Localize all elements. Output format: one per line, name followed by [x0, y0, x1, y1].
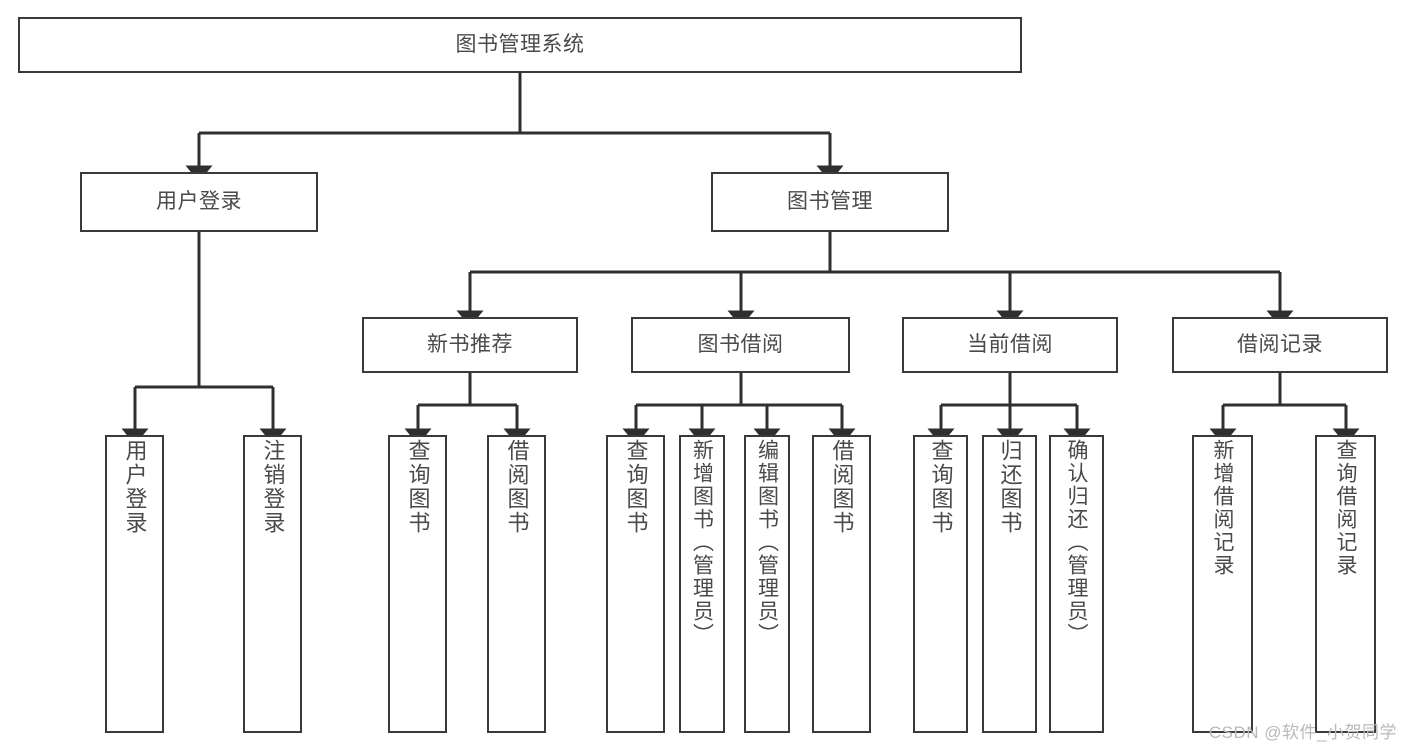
node-leaf-new-1[interactable]: 查询图书	[388, 435, 447, 733]
node-leaf-borrow-2[interactable]: 新增图书（管理员）	[679, 435, 725, 733]
node-label: 查询图书	[623, 439, 649, 535]
node-label: 查询借阅记录	[1334, 439, 1357, 577]
node-label: 借阅图书	[829, 439, 855, 535]
node-login[interactable]: 用户登录	[80, 172, 318, 232]
node-label: 借阅图书	[504, 439, 530, 535]
node-leaf-rec-2[interactable]: 查询借阅记录	[1315, 435, 1376, 733]
node-label: 确认归还（管理员）	[1065, 439, 1088, 646]
node-leaf-new-2[interactable]: 借阅图书	[487, 435, 546, 733]
node-label: 新增图书（管理员）	[690, 439, 714, 646]
node-leaf-borrow-1[interactable]: 查询图书	[606, 435, 665, 733]
csdn-watermark: CSDN @软件_小贺同学	[1208, 723, 1397, 742]
node-label: 用户登录	[156, 189, 242, 213]
node-newbook[interactable]: 新书推荐	[362, 317, 578, 373]
node-root[interactable]: 图书管理系统	[18, 17, 1022, 73]
node-label: 图书管理	[787, 189, 873, 213]
node-leaf-login-2[interactable]: 注销登录	[243, 435, 302, 733]
node-current[interactable]: 当前借阅	[902, 317, 1118, 373]
node-leaf-cur-3[interactable]: 确认归还（管理员）	[1049, 435, 1104, 733]
node-leaf-borrow-4[interactable]: 借阅图书	[812, 435, 871, 733]
node-leaf-login-1[interactable]: 用户登录	[105, 435, 164, 733]
node-leaf-borrow-3[interactable]: 编辑图书（管理员）	[744, 435, 790, 733]
node-label: 借阅记录	[1237, 332, 1323, 356]
node-leaf-cur-1[interactable]: 查询图书	[913, 435, 968, 733]
node-label: 注销登录	[260, 439, 286, 535]
node-leaf-rec-1[interactable]: 新增借阅记录	[1192, 435, 1253, 733]
node-borrow[interactable]: 图书借阅	[631, 317, 850, 373]
node-label: 归还图书	[997, 439, 1023, 535]
node-label: 图书借阅	[697, 332, 784, 356]
node-label: 查询图书	[405, 439, 431, 535]
node-leaf-cur-2[interactable]: 归还图书	[982, 435, 1037, 733]
node-bookmgmt[interactable]: 图书管理	[711, 172, 949, 232]
node-records[interactable]: 借阅记录	[1172, 317, 1388, 373]
node-label: 编辑图书（管理员）	[755, 439, 779, 646]
node-label: 新增借阅记录	[1211, 439, 1234, 577]
node-label: 当前借阅	[967, 332, 1053, 356]
node-label: 查询图书	[928, 439, 954, 535]
node-label: 用户登录	[122, 439, 148, 535]
node-label: 新书推荐	[427, 332, 513, 356]
node-label: 图书管理系统	[455, 32, 585, 56]
